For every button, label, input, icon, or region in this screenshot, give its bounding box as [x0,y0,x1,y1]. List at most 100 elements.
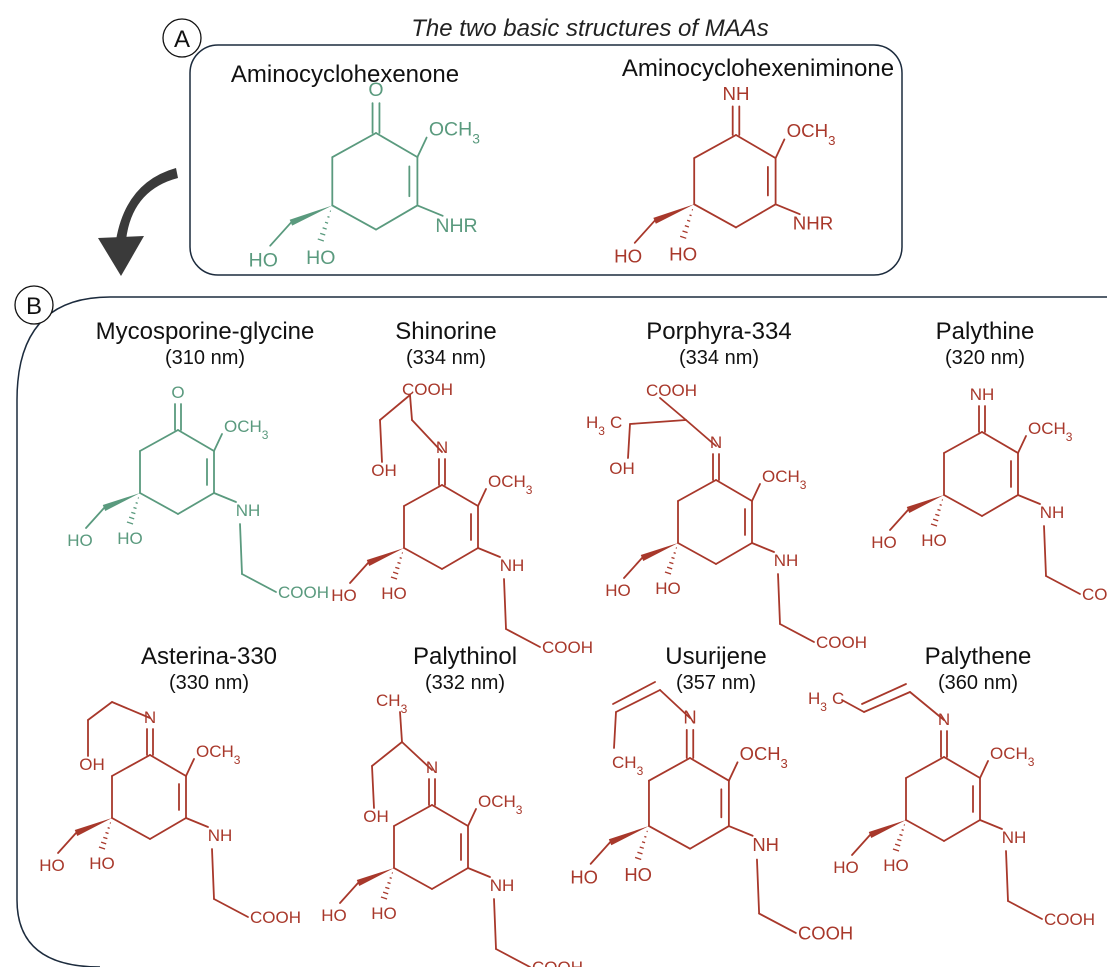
hashed-bond [327,215,330,218]
bond [375,132,419,159]
bond [339,882,359,904]
bond [629,419,687,425]
bond [693,134,737,160]
bond [477,547,501,558]
bond [1017,435,1027,454]
atom-label: HO [614,246,642,267]
wedge-bond [74,818,112,836]
compound-header-palythinol: Palythinol (332 nm) [413,643,517,694]
atom-label: COOH [532,958,583,967]
svg-text:(357 nm): (357 nm) [676,672,756,694]
bond [659,689,691,719]
hashed-bond [935,513,940,517]
atom-label: OCH3 [488,472,533,497]
atom-label: HO [624,864,652,885]
bond [409,394,413,421]
bond [111,754,151,777]
panel-a-badge: A [162,18,202,58]
wedge-bond [356,868,394,886]
wedge-bond [102,493,140,511]
bond [401,741,433,771]
atom-label: HO [67,531,93,550]
atom-label: C [610,413,622,432]
atom-label: HO [871,533,897,552]
atom-label: NH [1002,828,1027,847]
compound-header-porphyra-334: Porphyra-334 (334 nm) [646,318,791,369]
atom-label: HO [306,247,335,269]
bond [943,431,983,454]
bond [1007,900,1043,920]
bond [677,479,717,502]
bond [751,483,761,502]
hashed-bond [322,227,327,230]
hashed-bond [644,835,647,838]
atom-label: HO [321,906,347,925]
atom-label: OH [363,807,389,826]
wedge-bond [653,204,695,224]
bond [371,741,403,767]
structure-palythinol: NOCH3NHCOOHHOHOCH3OH [321,691,583,967]
bond [431,804,469,827]
bond [441,484,479,507]
bond [467,867,491,878]
atom-label: OCH3 [787,120,836,148]
atom-label: HO [883,856,909,875]
hashed-bond [390,576,398,580]
bond [379,419,383,463]
hashed-bond [126,521,134,525]
wedge-bond [640,543,678,561]
bond [715,542,753,565]
compound-header-palythine: Palythine (320 nm) [936,318,1035,369]
atom-label: NH [236,501,261,520]
bond [403,547,443,570]
atom-label: OCH3 [1028,419,1073,444]
atom-label: OH [79,755,105,774]
atom-label: HO [331,586,357,605]
svg-text:Palythene: Palythene [925,643,1032,670]
hashed-bond [397,561,401,565]
bond [841,699,865,713]
bond [758,912,797,934]
atom-label: NH [1040,503,1065,522]
bond [612,681,656,705]
structure-name: Aminocyclohexenone [231,61,459,88]
compound-header-palythene: Palythene (360 nm) [925,643,1032,694]
bond [185,817,209,828]
atom-label: HO [371,904,397,923]
bond [979,819,1003,830]
figure-title: The two basic structures of MAAs [411,15,768,42]
bond [905,819,945,842]
bond [1043,525,1047,577]
svg-text:(332 nm): (332 nm) [425,672,505,694]
hashed-bond [641,841,646,844]
svg-text:Shinorine: Shinorine [395,318,496,345]
bond [213,898,249,918]
hashed-bond [135,502,138,504]
atom-label: OCH3 [429,118,480,146]
hashed-bond [664,571,672,575]
atom-label: COOH [1044,910,1095,929]
bond [149,754,187,777]
hashed-bond [380,896,388,900]
bond [615,689,661,713]
svg-text:(360 nm): (360 nm) [938,672,1018,694]
bond [981,431,1019,454]
bond [177,429,215,452]
wedge-bond [868,820,906,838]
bond [774,138,786,160]
hashed-bond [103,836,108,840]
bond [477,488,487,507]
hashed-bond [637,851,643,855]
atom-label: OCH3 [740,743,788,771]
bond [779,623,815,643]
hashed-bond [684,225,690,228]
hashed-bond [939,504,942,506]
atom-label: NHR [435,215,477,237]
hashed-bond [666,566,673,570]
hashed-bond [639,846,644,849]
atom-label: COOH [250,908,301,927]
hashed-bond [107,827,110,829]
